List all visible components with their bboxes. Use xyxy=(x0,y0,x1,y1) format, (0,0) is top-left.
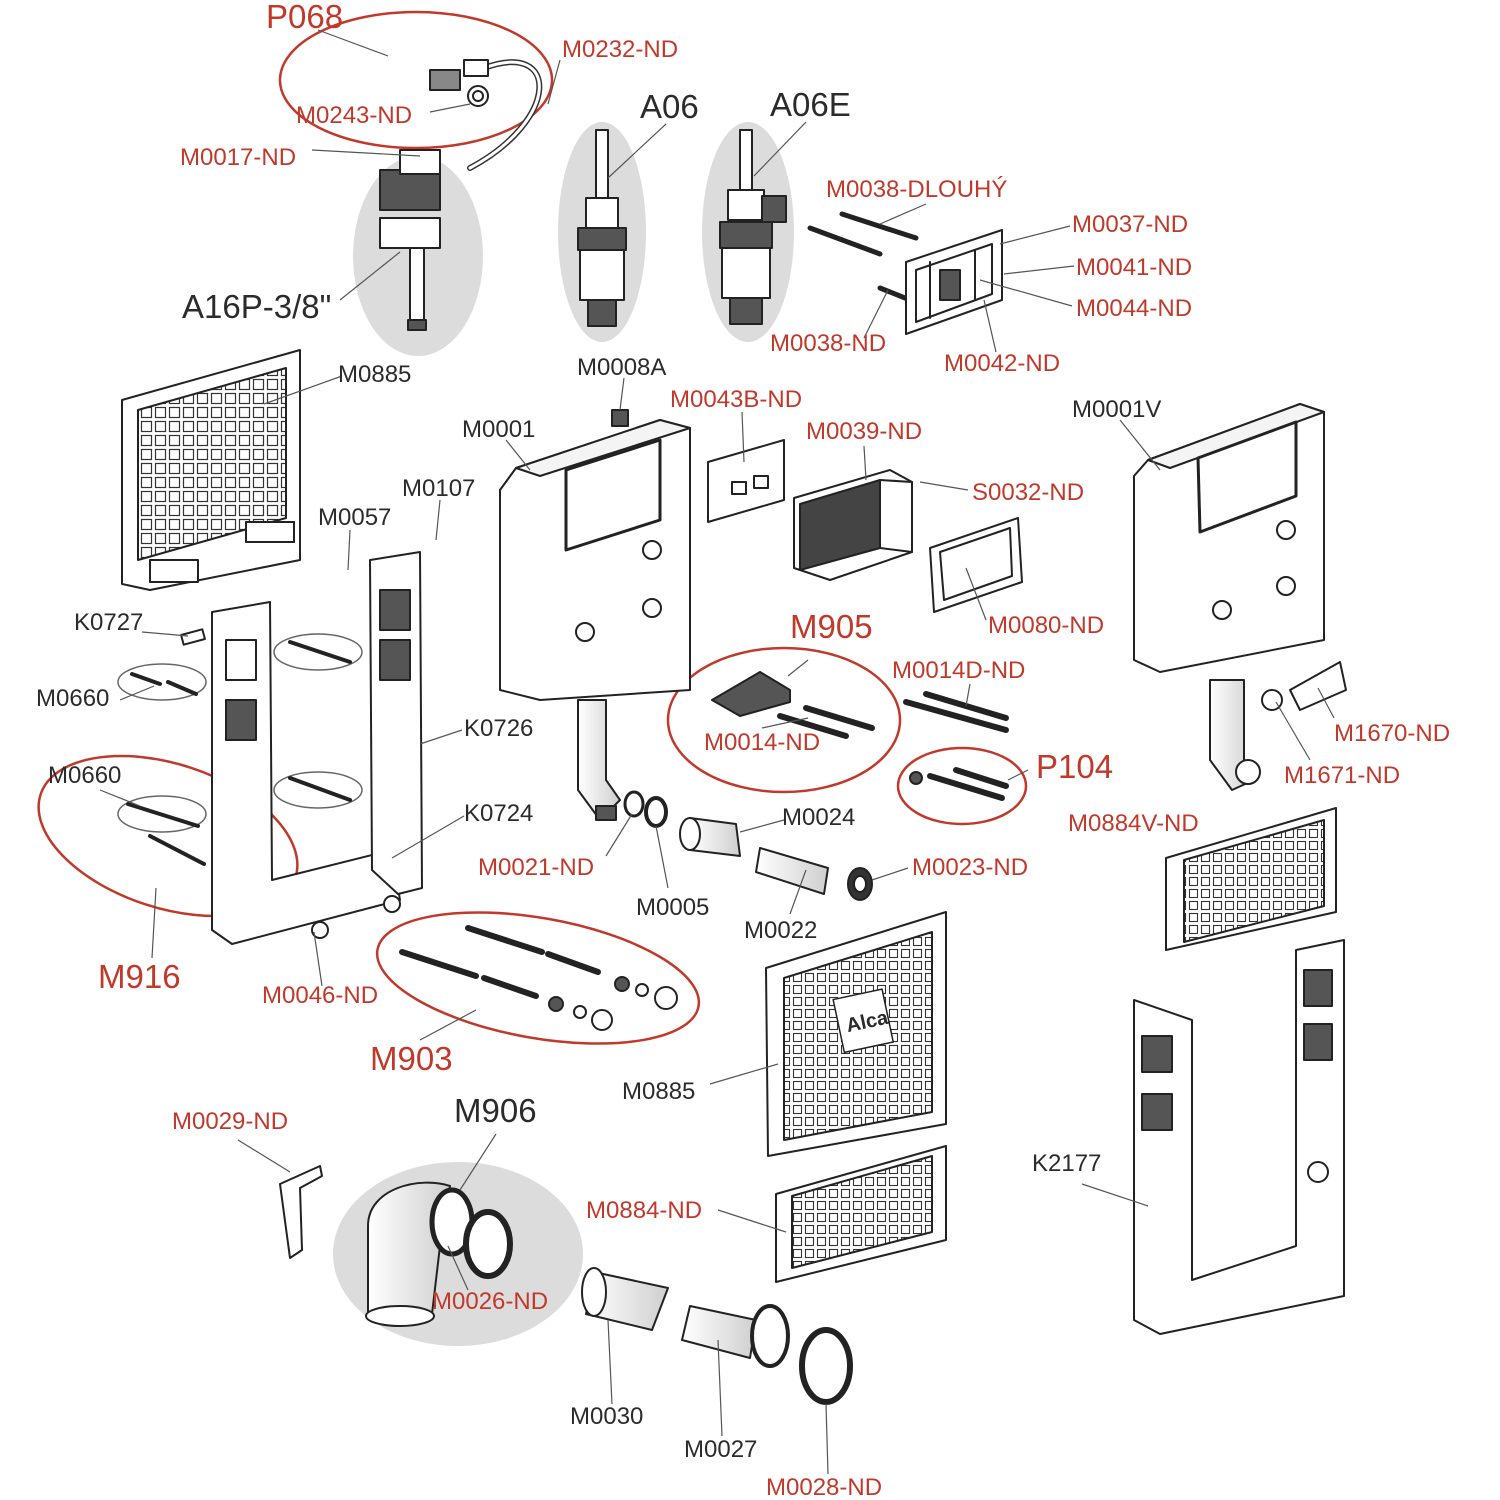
label-p068: P068 xyxy=(266,0,344,35)
p104-group-ring xyxy=(896,746,1028,826)
cistern-drain-m0001 xyxy=(577,699,621,821)
label-a16p: A16P-3/8" xyxy=(182,288,332,325)
label-m0005: M0005 xyxy=(636,894,710,921)
label-m0022: M0022 xyxy=(744,917,818,944)
label-m0057: M0057 xyxy=(318,504,392,531)
pipe-m0022 xyxy=(755,847,829,895)
label-m1670-nd: M1670-ND xyxy=(1334,720,1451,747)
label-m0027: M0027 xyxy=(684,1436,758,1463)
label-m905: M905 xyxy=(790,608,873,645)
pipe-m0027 xyxy=(681,1305,757,1359)
label-m1671-nd: M1671-ND xyxy=(1284,762,1401,789)
label-m0885-top: M0885 xyxy=(338,361,412,388)
label-m0001v: M0001V xyxy=(1072,396,1162,423)
label-m0039-nd: M0039-ND xyxy=(806,418,923,445)
label-m0021-nd: M0021-ND xyxy=(478,854,595,881)
label-m0023-nd: M0023-ND xyxy=(912,854,1029,881)
label-m916: M916 xyxy=(98,958,181,995)
label-m0041-nd: M0041-ND xyxy=(1076,254,1193,281)
label-k0726: K0726 xyxy=(464,715,534,742)
label-m0042-nd: M0042-ND xyxy=(944,350,1061,377)
label-m0660-b: M0660 xyxy=(48,762,122,789)
label-m0044-nd: M0044-ND xyxy=(1076,295,1193,322)
label-m0024: M0024 xyxy=(782,804,856,831)
p068-group-ring xyxy=(278,10,554,150)
label-m0243-nd: M0243-ND xyxy=(296,102,413,129)
pipe-clip-m0029 xyxy=(279,1165,323,1259)
label-k2177: K2177 xyxy=(1032,1150,1102,1177)
label-m0046-nd: M0046-ND xyxy=(262,982,379,1009)
label-m0014d-nd: M0014D-ND xyxy=(892,657,1026,684)
a06e-flush-valve xyxy=(719,129,787,325)
a06-flush-valve xyxy=(577,129,627,327)
label-m0001: M0001 xyxy=(462,416,536,443)
label-a06e: A06E xyxy=(770,86,851,123)
label-a06: A06 xyxy=(640,88,699,125)
elbow-m906 xyxy=(367,1181,451,1315)
label-k0727: K0727 xyxy=(74,609,144,636)
label-m0038-dlouhy: M0038-DLOUHÝ xyxy=(826,176,1008,203)
label-m0885-mid: M0885 xyxy=(622,1078,696,1105)
label-m0028-nd: M0028-ND xyxy=(766,1474,883,1500)
label-m0884-nd: M0884-ND xyxy=(586,1197,703,1224)
label-m0008a: M0008A xyxy=(577,354,667,381)
label-m0884v-nd: M0884V-ND xyxy=(1068,810,1199,837)
installation-frame-k2177 xyxy=(1133,939,1345,1335)
label-m0017-nd: M0017-ND xyxy=(180,144,297,171)
label-m0107: M0107 xyxy=(402,475,476,502)
m903-group-ring xyxy=(375,911,701,1045)
label-m903: M903 xyxy=(370,1040,453,1077)
label-m0232-nd: M0232-ND xyxy=(562,36,679,63)
fill-valve-head xyxy=(379,169,441,211)
label-m0660-a: M0660 xyxy=(36,685,110,712)
label-m0029-nd: M0029-ND xyxy=(172,1108,289,1135)
label-m0014-nd: M0014-ND xyxy=(704,729,821,756)
label-p104: P104 xyxy=(1036,748,1114,785)
m905-group-ring xyxy=(666,646,902,794)
label-m906: M906 xyxy=(454,1092,537,1129)
label-m0043b-nd: M0043B-ND xyxy=(670,386,803,413)
label-m0026-nd: M0026-ND xyxy=(432,1288,549,1315)
label-s0032-nd: S0032-ND xyxy=(972,479,1085,506)
label-m0037-nd: M0037-ND xyxy=(1072,211,1189,238)
label-m0030: M0030 xyxy=(570,1403,644,1430)
label-m0038-nd: M0038-ND xyxy=(770,330,887,357)
label-m0080-nd: M0080-ND xyxy=(988,612,1105,639)
label-k0724: K0724 xyxy=(464,800,534,827)
